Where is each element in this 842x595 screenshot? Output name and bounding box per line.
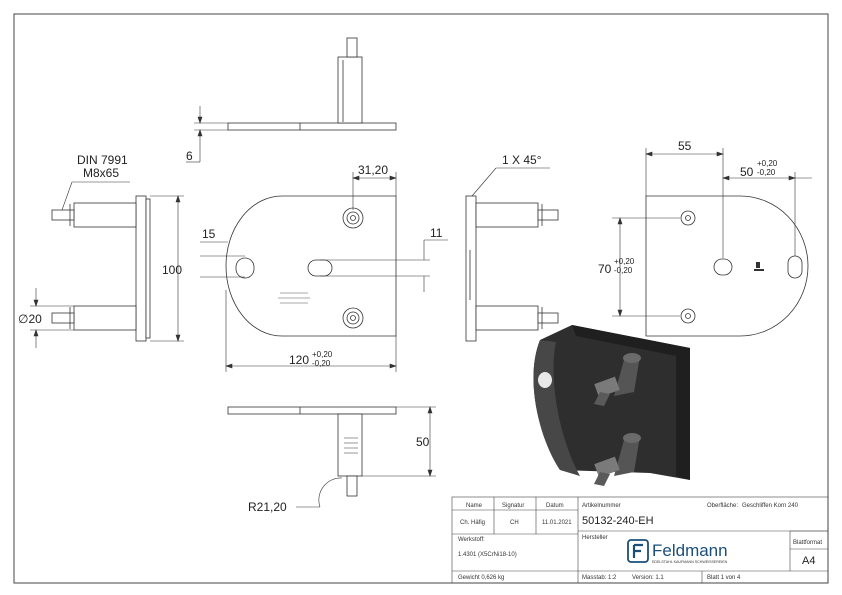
tb-material-label: Werkstoff: — [458, 537, 485, 543]
tb-col-name: Name — [466, 503, 483, 509]
tb-surface-label: Oberfläche: — [707, 503, 738, 509]
tb-article-label: Artikelnummer — [582, 503, 621, 509]
dim-slot-offset — [200, 241, 245, 278]
dim-diameter — [30, 288, 74, 348]
tb-scale: Masstab: 1:2 — [582, 575, 617, 581]
tb-article-number: 50132-240-EH — [582, 515, 654, 527]
dim-right-70 — [612, 217, 680, 317]
tb-format-value: A4 — [802, 555, 815, 567]
render-stud-bottom — [594, 433, 641, 486]
stud-spec-line1: DIN 7991 — [77, 153, 128, 167]
tb-format-label: Blattformat — [793, 540, 822, 546]
tb-material-value: 1.4301 (X5CrNi18-10) — [458, 552, 517, 558]
top-view — [227, 37, 397, 131]
dim-bottom-50 — [362, 406, 436, 477]
tb-logo-tagline: EDELSTAHL KAUFMANN SCHWEISSEREIEN — [652, 560, 728, 564]
dim-right-70-tol-plus: +0,20 — [614, 257, 635, 266]
chamfer-label: 1 X 45° — [502, 153, 542, 167]
rear-logo-mark — [754, 262, 764, 271]
tb-row-name: Ch. Häfig — [460, 520, 485, 526]
dim-width — [225, 290, 397, 372]
radius-leader — [296, 477, 343, 508]
rear-view — [645, 195, 809, 337]
sheet-frame — [13, 13, 829, 584]
dim-width-label: 120 — [289, 353, 309, 367]
dim-thickness-label: 6 — [186, 149, 193, 163]
dim-right-50-tol-plus: +0,20 — [757, 159, 778, 168]
left-side-view — [51, 195, 151, 342]
tb-surface-value: Geschliffen Korn 240 — [742, 503, 799, 509]
dim-right-55-label: 55 — [678, 139, 692, 153]
tb-weight: Gewicht 0,626 kg — [458, 575, 504, 581]
dim-slot-width — [320, 239, 448, 292]
tb-col-signature: Signatur — [502, 503, 524, 509]
title-block — [451, 496, 829, 584]
dim-right-50-tol-minus: -0,20 — [757, 168, 776, 177]
dim-height — [150, 195, 184, 342]
tb-row-sign: CH — [510, 520, 519, 526]
tb-col-date: Datum — [546, 503, 564, 509]
tb-logo-text: Feldmann — [652, 541, 728, 560]
dim-bottom-50-label: 50 — [416, 435, 430, 449]
tb-version: Version: 1.1 — [632, 575, 664, 581]
feldmann-logo-icon — [627, 539, 649, 563]
radius-label: R21,20 — [248, 500, 287, 514]
tb-manufacturer-label: Hersteller — [582, 535, 608, 541]
front-view — [225, 195, 397, 337]
dim-hole-center-label: 31,20 — [358, 163, 388, 177]
stud-spec-line2: M8x65 — [83, 166, 119, 180]
dim-width-tol-plus: +0,20 — [312, 350, 333, 359]
tb-row-date: 11.01.2021 — [542, 520, 572, 526]
dim-diameter-label: ∅20 — [18, 312, 42, 326]
dim-right-55 — [645, 148, 724, 258]
dim-height-label: 100 — [162, 263, 182, 277]
stud-spec-leader — [61, 181, 130, 211]
dim-right-70-tol-minus: -0,20 — [614, 266, 633, 275]
dim-thickness — [186, 106, 228, 163]
dim-slot-offset-label: 15 — [202, 227, 216, 241]
render-stud-top — [594, 353, 641, 406]
isometric-render — [533, 325, 690, 486]
right-side-view — [465, 195, 559, 342]
bottom-slot-hatch — [344, 437, 358, 454]
dim-right-50-label: 50 — [740, 165, 754, 179]
dim-slot-width-label: 11 — [430, 226, 443, 240]
front-engraving — [278, 292, 310, 304]
dim-width-tol-minus: -0,20 — [312, 359, 331, 368]
chamfer-leader — [471, 167, 550, 197]
bottom-view — [227, 406, 397, 497]
dim-right-70-label: 70 — [598, 262, 612, 276]
dim-right-50 — [722, 172, 812, 256]
tb-sheet: Blatt 1 von 4 — [707, 575, 741, 581]
dim-hole-center — [352, 172, 397, 210]
